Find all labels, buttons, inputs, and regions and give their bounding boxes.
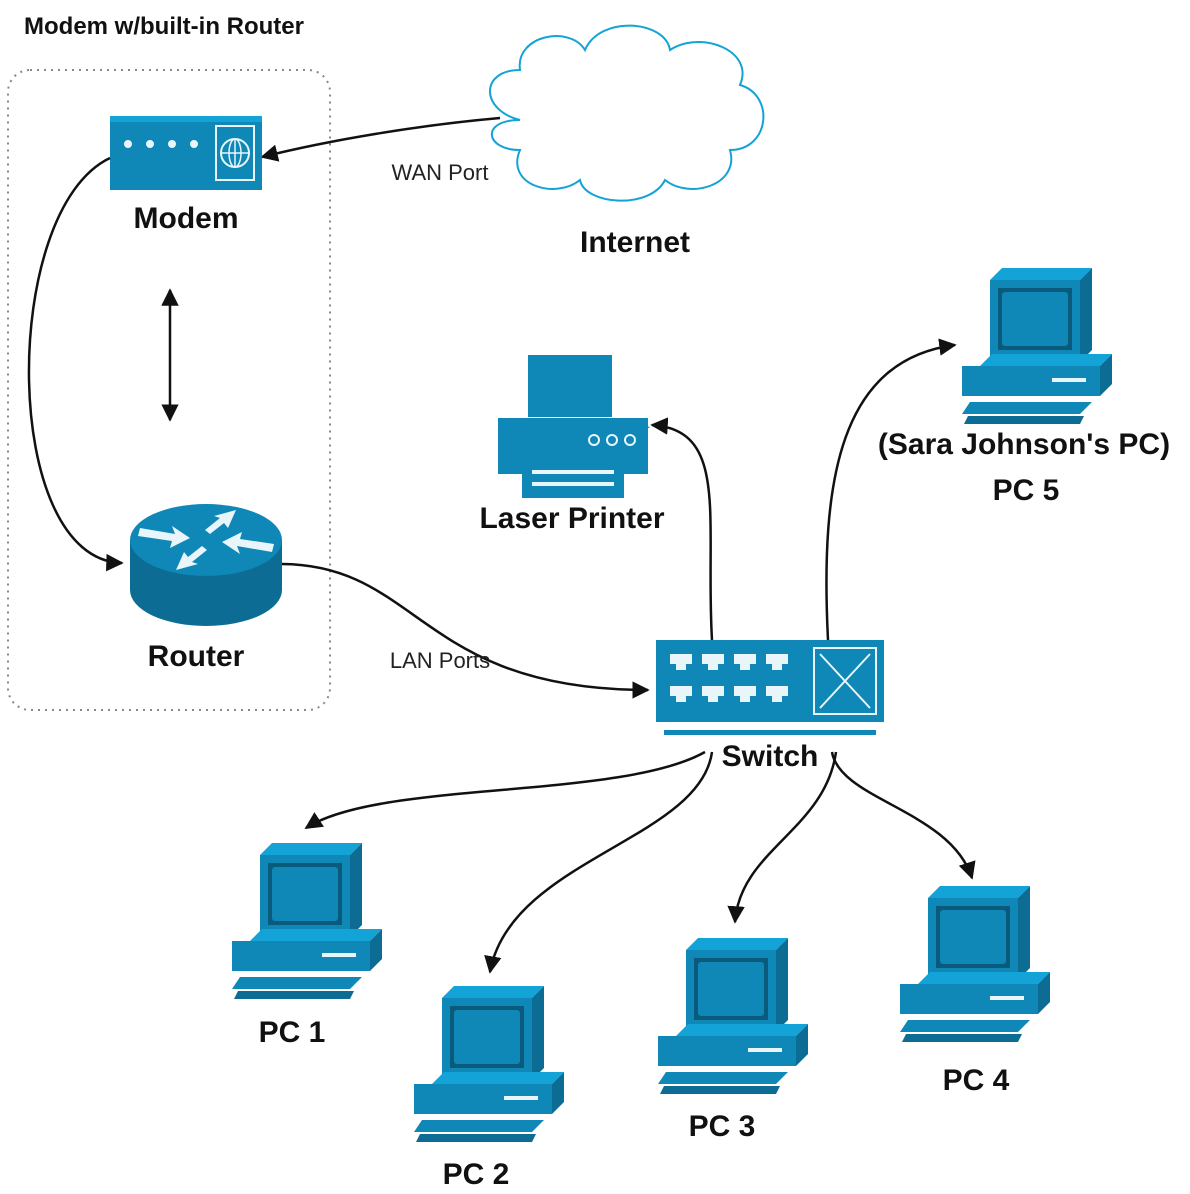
cloud-icon — [489, 24, 765, 202]
internet-label: Internet — [580, 226, 690, 259]
pc2-label: PC 2 — [443, 1158, 510, 1191]
pc3-label: PC 3 — [689, 1110, 756, 1143]
pc2-computer-icon — [414, 986, 564, 1142]
printer-label: Laser Printer — [479, 502, 664, 535]
switch-to-pc5-link — [825, 338, 957, 641]
pc3-computer-icon — [658, 938, 808, 1094]
pc4-computer-icon — [900, 886, 1050, 1042]
modem-label: Modem — [134, 202, 239, 235]
modem-router-group-box — [7, 69, 331, 711]
modem-icon — [110, 116, 262, 190]
lan-ports-label: LAN Ports — [390, 648, 490, 673]
switch-icon — [656, 640, 884, 735]
modem-to-router-link — [27, 156, 124, 572]
switch-to-pc3-link — [727, 751, 838, 924]
printer-icon — [498, 355, 650, 498]
pc5-owner-label: (Sara Johnson's PC) — [878, 428, 1170, 461]
pc1-label: PC 1 — [259, 1016, 326, 1049]
group-title: Modem w/built-in Router — [24, 13, 304, 40]
pc5-computer-icon — [962, 268, 1112, 424]
router-label: Router — [148, 640, 245, 673]
pc5-label: PC 5 — [993, 474, 1060, 507]
wan-port-label: WAN Port — [392, 160, 489, 185]
lan-link — [281, 562, 650, 699]
switch-to-pc4-link — [830, 751, 976, 880]
switch-label: Switch — [722, 740, 819, 773]
router-icon — [130, 504, 282, 626]
pc4-label: PC 4 — [943, 1064, 1010, 1097]
pc1-computer-icon — [232, 843, 382, 999]
wan-link — [260, 116, 501, 162]
switch-to-pc2-link — [484, 751, 714, 974]
switch-to-pc1-link — [304, 750, 706, 830]
switch-to-printer-link — [650, 417, 714, 641]
